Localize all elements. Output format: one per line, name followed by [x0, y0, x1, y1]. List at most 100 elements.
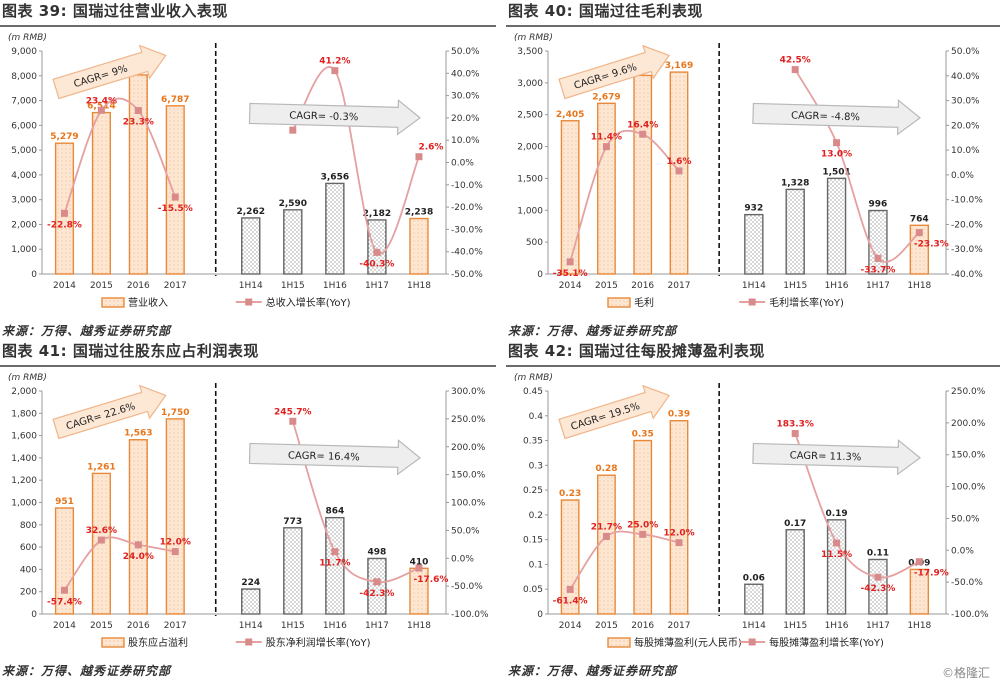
gross-profit-chart: (m RMB)05001,0001,5002,0002,5003,0003,50… — [514, 33, 983, 309]
annual-bar — [128, 439, 148, 615]
legend-line-marker — [748, 298, 756, 306]
half-growth-line — [291, 420, 420, 584]
half-bar — [909, 568, 930, 615]
right-tick-label: 10.0% — [951, 146, 980, 156]
legend-bar-label: 营业收入 — [128, 296, 168, 309]
left-tick-label: 500 — [526, 238, 543, 248]
half-growth-label: 42.5% — [780, 56, 811, 66]
right-tick-label: -100.0% — [451, 610, 489, 620]
cagr-arrow-annual: CAGR= 22.6% — [52, 384, 167, 440]
half-growth-marker — [833, 139, 841, 147]
left-tick-label: 1,000 — [517, 206, 543, 216]
half-growth-line — [292, 66, 420, 255]
half-bar — [744, 213, 764, 275]
annual-value-label: 0.23 — [559, 489, 581, 499]
right-tick-label: 300.0% — [451, 387, 486, 397]
half-bar — [744, 583, 764, 615]
half-category-label: 1H18 — [407, 621, 431, 631]
half-growth-label: -17.6% — [413, 575, 448, 585]
right-tick-label: 0.0% — [951, 546, 974, 556]
annual-category-label: 2017 — [668, 621, 691, 631]
half-category-label: 1H14 — [239, 621, 263, 631]
annual-growth-label: 21.7% — [591, 522, 622, 532]
annual-value-label: 2,679 — [592, 92, 620, 102]
half-category-label: 1H18 — [907, 621, 931, 631]
cagr-arrow-half: CAGR= -4.8% — [752, 99, 921, 136]
half-growth-label: 41.2% — [319, 57, 350, 67]
right-tick-label: -10.0% — [951, 196, 983, 206]
half-category-label: 1H17 — [866, 281, 890, 291]
annual-growth-line — [569, 530, 680, 590]
right-tick-label: -30.0% — [451, 225, 483, 235]
title-rule — [0, 365, 496, 367]
left-tick-label: 6,000 — [11, 121, 37, 131]
annual-value-label: 3,169 — [665, 61, 693, 71]
panel-title: 图表 40: 国瑞过往毛利表现 — [508, 2, 703, 20]
half-growth-label: 2.6% — [418, 143, 443, 153]
annual-growth-marker — [675, 167, 683, 175]
half-category-label: 1H15 — [281, 281, 305, 291]
annual-category-label: 2016 — [127, 621, 150, 631]
half-growth-marker — [331, 548, 339, 556]
left-tick-label: 800 — [20, 521, 37, 531]
left-tick-label: 0 — [537, 610, 543, 620]
cagr-arrow-annual-shape — [52, 44, 167, 100]
half-value-label: 773 — [283, 517, 302, 527]
annual-bar — [165, 105, 185, 275]
half-growth-label: 11.7% — [319, 559, 350, 569]
left-tick-label: 0.35 — [523, 437, 543, 447]
half-growth-marker — [915, 558, 923, 566]
annual-value-label: 0.39 — [668, 410, 690, 420]
half-growth-marker — [415, 564, 423, 572]
annual-bar — [91, 111, 111, 275]
left-tick-label: 1,400 — [11, 454, 37, 464]
annual-value-label: 6,787 — [161, 95, 189, 105]
cagr-arrow-half-shape — [752, 439, 921, 476]
right-tick-label: 100.0% — [951, 483, 986, 493]
half-value-label: 0.19 — [825, 509, 847, 519]
unit-label: (m RMB) — [514, 33, 553, 43]
right-tick-label: 0.0% — [951, 171, 974, 181]
half-growth-label: 11.5% — [821, 550, 852, 560]
right-tick-label: 0.0% — [451, 554, 474, 564]
annual-category-label: 2015 — [90, 281, 113, 291]
half-category-label: 1H17 — [365, 621, 389, 631]
annual-growth-marker — [639, 130, 647, 138]
annual-bar — [54, 142, 75, 275]
half-value-label: 224 — [241, 578, 260, 588]
right-tick-label: -40.0% — [951, 270, 983, 280]
half-growth-label: -42.3% — [359, 589, 394, 599]
half-growth-label: -17.9% — [914, 569, 949, 579]
left-tick-label: 0 — [537, 270, 543, 280]
annual-bar — [597, 102, 616, 275]
cagr-arrow-annual-shape — [558, 384, 671, 440]
annual-value-label: 0.28 — [595, 464, 617, 474]
half-value-label: 2,182 — [363, 209, 391, 219]
left-tick-label: 2,000 — [517, 143, 543, 153]
right-tick-label: -50.0% — [451, 582, 483, 592]
half-growth-marker — [791, 66, 799, 74]
left-tick-label: 0 — [31, 270, 37, 280]
right-tick-label: 250.0% — [451, 415, 486, 425]
right-tick-label: 200.0% — [451, 443, 486, 453]
half-category-label: 1H14 — [239, 281, 263, 291]
half-growth-label: 245.7% — [274, 407, 312, 417]
left-tick-label: 3,000 — [11, 196, 37, 206]
half-value-label: 996 — [869, 200, 888, 210]
annual-bar — [91, 472, 111, 615]
half-value-label: 764 — [910, 214, 929, 224]
right-tick-label: 30.0% — [951, 97, 980, 107]
half-growth-label: -40.3% — [359, 259, 394, 269]
half-category-label: 1H17 — [365, 281, 389, 291]
annual-value-label: 5,279 — [50, 132, 78, 142]
annual-bar — [54, 507, 75, 615]
annual-value-label: 2,405 — [556, 110, 584, 120]
right-tick-label: 100.0% — [451, 499, 486, 509]
annual-growth-label: 23.3% — [123, 118, 154, 128]
annual-category-label: 2014 — [53, 281, 76, 291]
right-tick-label: 50.0% — [951, 47, 980, 57]
half-bar — [325, 182, 345, 275]
left-tick-label: 2,500 — [517, 111, 543, 121]
half-bar — [868, 558, 888, 615]
